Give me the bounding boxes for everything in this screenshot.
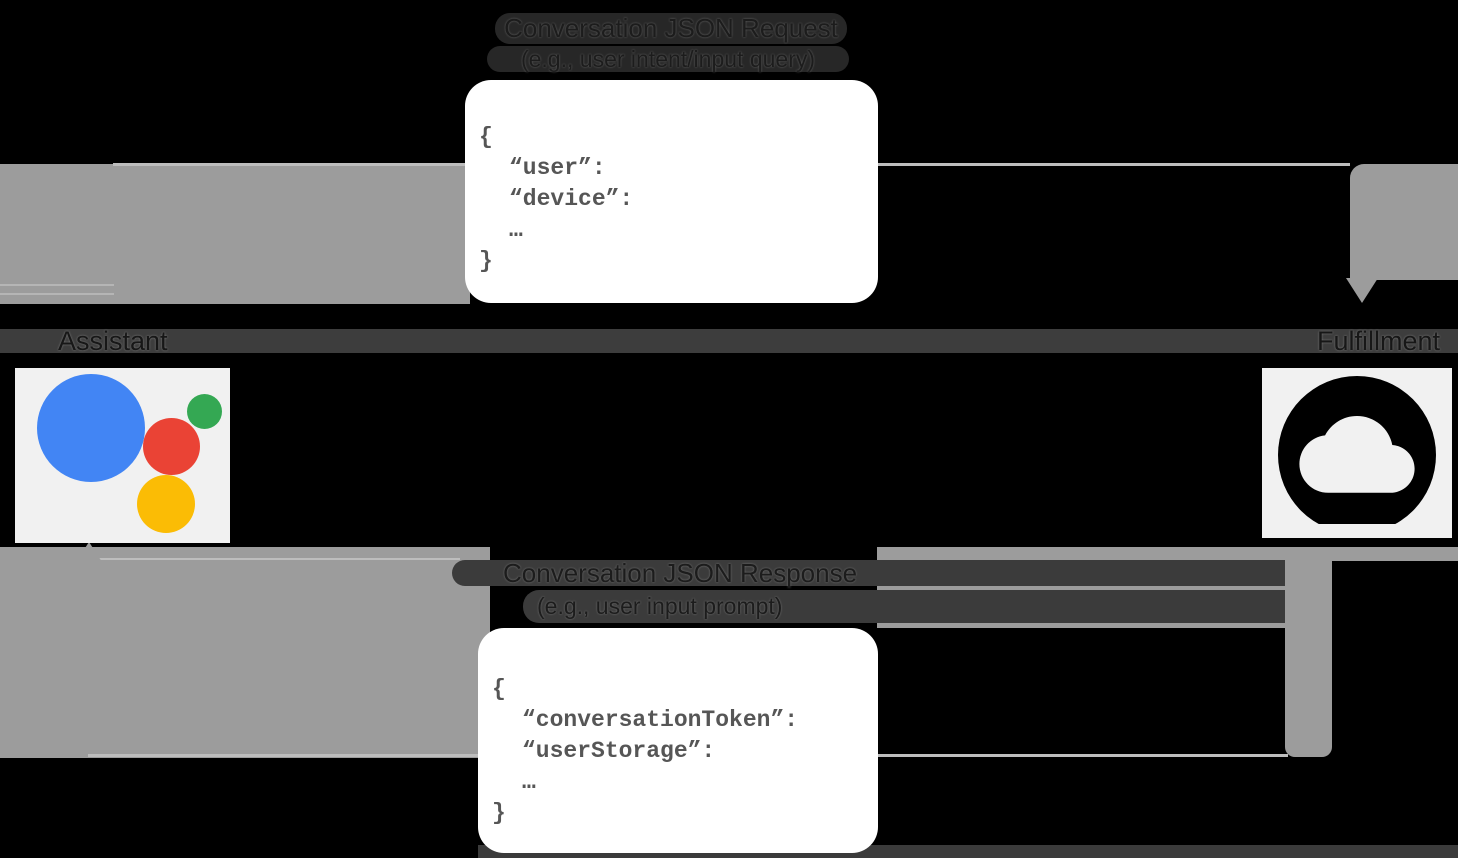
request-subtitle-bar: (e.g., user intent/input query) [487, 46, 849, 72]
code-line: … [509, 217, 523, 243]
response-arrow-band-left [0, 547, 490, 758]
cloud-icon [1262, 376, 1452, 538]
assistant-blue-circle [37, 374, 145, 482]
request-arrow-faint-line-1 [0, 284, 114, 286]
code-line: } [492, 800, 506, 826]
request-title: Conversation JSON Request [504, 13, 838, 43]
assistant-green-circle [187, 394, 222, 429]
code-line: “conversationToken”: [522, 707, 799, 733]
code-line: “userStorage”: [522, 738, 716, 764]
response-subtitle: (e.g., user input prompt) [537, 593, 783, 619]
response-title-bar: Conversation JSON Response [452, 560, 1285, 586]
response-subtitle-bar: (e.g., user input prompt) [523, 590, 1285, 623]
code-line: … [522, 769, 536, 795]
actor-label-fulfillment: Fulfillment [1316, 326, 1440, 356]
code-line: “device”: [509, 186, 634, 212]
code-line: “user”: [509, 155, 606, 181]
request-title-bar: Conversation JSON Request [495, 13, 847, 44]
actor-bar: Assistant Fulfillment [0, 326, 1458, 356]
request-arrow-band-left [0, 164, 470, 304]
request-json-card: { “user”: “device”: … } [465, 80, 878, 303]
code-line: } [479, 248, 493, 274]
response-json-card: { “conversationToken”: “userStorage”: … … [478, 628, 878, 853]
response-title: Conversation JSON Response [503, 558, 858, 588]
actor-label-assistant: Assistant [58, 326, 168, 356]
down-arrowhead-icon [1346, 278, 1378, 303]
request-arrow-column [1350, 164, 1458, 280]
up-arrowhead-icon [76, 542, 102, 562]
request-subtitle: (e.g., user intent/input query) [520, 45, 816, 72]
fulfillment-logo [1262, 368, 1452, 538]
code-line: { [492, 676, 506, 702]
request-arrow-faint-line-2 [0, 293, 114, 295]
assistant-red-circle [143, 418, 200, 475]
assistant-yellow-circle [137, 475, 195, 533]
code-line: { [479, 124, 493, 150]
response-arrow-column [1285, 547, 1332, 757]
response-arrow-top-line [95, 558, 460, 560]
assistant-logo [15, 368, 230, 543]
